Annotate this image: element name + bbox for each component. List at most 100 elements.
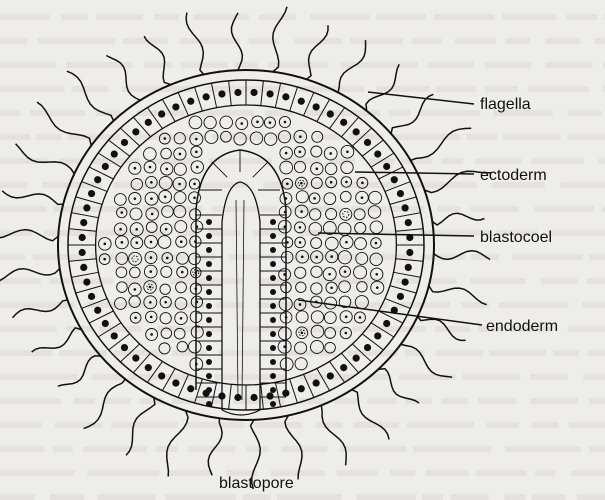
- nucleus: [88, 293, 95, 300]
- cell-nucleus: [150, 241, 153, 244]
- cell-nucleus: [104, 243, 107, 246]
- flagellum: [401, 344, 452, 377]
- endo-nucleus: [270, 401, 276, 407]
- nucleus: [282, 390, 289, 397]
- endo-nucleus: [206, 345, 212, 351]
- flagellum: [16, 144, 75, 174]
- nucleus: [340, 119, 347, 126]
- cell-nucleus: [345, 181, 348, 184]
- cell: [221, 131, 232, 142]
- cell: [161, 148, 172, 159]
- cell-wall: [76, 197, 102, 204]
- cell-nucleus: [195, 151, 198, 154]
- cell: [355, 296, 368, 309]
- flagellum: [67, 71, 114, 121]
- cell-nucleus: [299, 151, 302, 154]
- cell-nucleus: [149, 301, 152, 304]
- endo-nucleus: [270, 247, 276, 253]
- cell: [311, 325, 324, 338]
- flagella-lines: [0, 7, 492, 489]
- cell-nucleus: [315, 256, 318, 259]
- nucleus: [234, 89, 241, 96]
- cell: [295, 358, 307, 370]
- cell-wall: [317, 99, 330, 121]
- cell-wall: [162, 368, 175, 390]
- flagellum: [429, 286, 487, 305]
- cell: [174, 133, 185, 144]
- nucleus: [383, 163, 390, 170]
- cell-wall: [89, 167, 113, 179]
- flagellum: [32, 328, 82, 352]
- cell-wall: [229, 80, 232, 105]
- cell: [175, 298, 187, 310]
- cell-nucleus: [346, 150, 349, 153]
- cell-nucleus: [301, 331, 304, 334]
- cell-wall: [72, 213, 99, 218]
- cell: [338, 251, 351, 264]
- cell: [264, 133, 276, 145]
- endo-nucleus: [270, 261, 276, 267]
- flagellum: [208, 418, 222, 475]
- nucleus: [397, 293, 404, 300]
- yolk-granule: [132, 256, 138, 262]
- cell: [191, 326, 203, 338]
- cell: [130, 267, 141, 278]
- cell: [296, 191, 308, 203]
- cell-nucleus: [103, 258, 106, 261]
- nucleus: [203, 93, 210, 100]
- cell: [340, 191, 351, 202]
- cell: [160, 284, 170, 294]
- nucleus: [266, 392, 273, 399]
- cell-nucleus: [361, 182, 364, 185]
- cell-nucleus: [300, 210, 303, 213]
- cell-wall: [89, 311, 113, 323]
- cell-nucleus: [135, 241, 138, 244]
- endoderm-cells: [196, 150, 286, 415]
- cell: [174, 163, 186, 175]
- cell: [174, 192, 186, 204]
- cell-wall: [178, 92, 188, 115]
- cell-nucleus: [376, 286, 379, 289]
- cell-nucleus: [150, 197, 153, 200]
- flagellum: [411, 128, 472, 160]
- cell-wall: [275, 83, 280, 108]
- nucleus: [364, 344, 371, 351]
- label-blastopore: blastopore: [219, 475, 294, 492]
- endo-nucleus: [206, 317, 212, 323]
- cell: [189, 340, 202, 353]
- outer-membrane: [58, 70, 434, 420]
- nucleus: [397, 190, 404, 197]
- label-ectoderm: ectoderm: [480, 167, 547, 184]
- flagellum: [432, 213, 484, 225]
- endo-nucleus: [270, 275, 276, 281]
- cell: [131, 179, 143, 191]
- cell-nucleus: [299, 241, 302, 244]
- cell: [189, 116, 202, 129]
- flagella-leader: [368, 92, 474, 104]
- cell: [325, 297, 337, 309]
- flagellum: [186, 13, 204, 75]
- cell-wall: [178, 374, 188, 397]
- cell: [162, 206, 174, 218]
- cell: [295, 267, 306, 278]
- cell-nucleus: [285, 152, 288, 155]
- cell-nucleus: [180, 240, 183, 243]
- nucleus: [83, 204, 90, 211]
- blastocoel-cells: [99, 116, 384, 371]
- nucleus: [121, 344, 128, 351]
- label-flagella: flagella: [480, 96, 531, 113]
- cell: [146, 222, 157, 233]
- cell-nucleus: [149, 286, 152, 289]
- cell: [326, 208, 337, 219]
- endo-nucleus: [206, 219, 212, 225]
- flagellum: [352, 390, 389, 440]
- ectoderm-leader: [355, 172, 474, 174]
- cell: [296, 282, 306, 292]
- cell-nucleus: [330, 255, 333, 258]
- cell-nucleus: [164, 137, 167, 140]
- cell: [161, 266, 172, 277]
- nucleus: [250, 89, 257, 96]
- cell-nucleus: [193, 196, 196, 199]
- flagellum: [321, 405, 346, 465]
